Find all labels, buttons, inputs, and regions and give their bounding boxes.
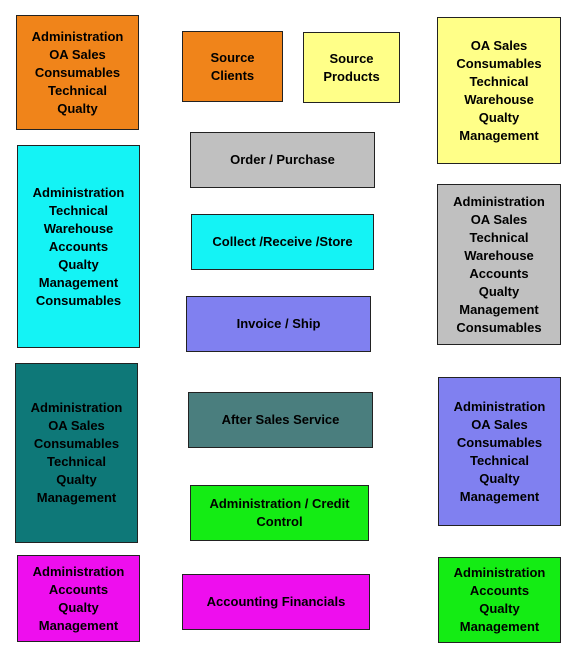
box-bottom-left-text: Administration Accounts Qualty Managemen… <box>32 563 125 633</box>
box-source-products-text: Source Products <box>323 50 380 84</box>
box-top-left: Administration OA Sales Consumables Tech… <box>16 15 139 130</box>
box-mid-left: Administration Technical Warehouse Accou… <box>17 145 140 348</box>
box-accounting-financials: Accounting Financials <box>182 574 370 630</box>
box-mid-right-text: Administration OA Sales Technical Wareho… <box>453 193 545 335</box>
box-lower-right-text: Administration OA Sales Consumables Tech… <box>453 398 546 504</box>
box-source-clients-text: Source Clients <box>210 49 255 83</box>
box-invoice-ship: Invoice / Ship <box>186 296 371 352</box>
box-top-right: OA Sales Consumables Technical Warehouse… <box>437 17 561 164</box>
box-after-sales-service-text: After Sales Service <box>221 412 340 427</box>
box-bottom-right: Administration Accounts Qualty Managemen… <box>438 557 561 643</box>
box-collect-receive-store: Collect /Receive /Store <box>191 214 374 270</box>
box-order-purchase-text: Order / Purchase <box>230 152 335 167</box>
box-mid-left-text: Administration Technical Warehouse Accou… <box>32 184 125 308</box>
box-source-products: Source Products <box>303 32 400 103</box>
box-invoice-ship-text: Invoice / Ship <box>236 316 321 331</box>
box-source-clients: Source Clients <box>182 31 283 102</box>
box-after-sales-service: After Sales Service <box>188 392 373 448</box>
box-top-right-text: OA Sales Consumables Technical Warehouse… <box>456 37 542 143</box>
box-collect-receive-store-text: Collect /Receive /Store <box>212 234 353 249</box>
box-bottom-right-text: Administration Accounts Qualty Managemen… <box>453 565 546 634</box>
box-lower-right: Administration OA Sales Consumables Tech… <box>438 377 561 526</box>
box-mid-right: Administration OA Sales Technical Wareho… <box>437 184 561 345</box>
box-accounting-financials-text: Accounting Financials <box>206 594 346 609</box>
box-admin-credit-control-text: Administration / Credit Control <box>209 496 350 529</box>
box-order-purchase: Order / Purchase <box>190 132 375 188</box>
box-lower-left-text: Administration OA Sales Consumables Tech… <box>30 400 123 505</box>
box-lower-left: Administration OA Sales Consumables Tech… <box>15 363 138 543</box>
box-top-left-text: Administration OA Sales Consumables Tech… <box>31 28 124 116</box>
box-admin-credit-control: Administration / Credit Control <box>190 485 369 541</box>
box-bottom-left: Administration Accounts Qualty Managemen… <box>17 555 140 642</box>
